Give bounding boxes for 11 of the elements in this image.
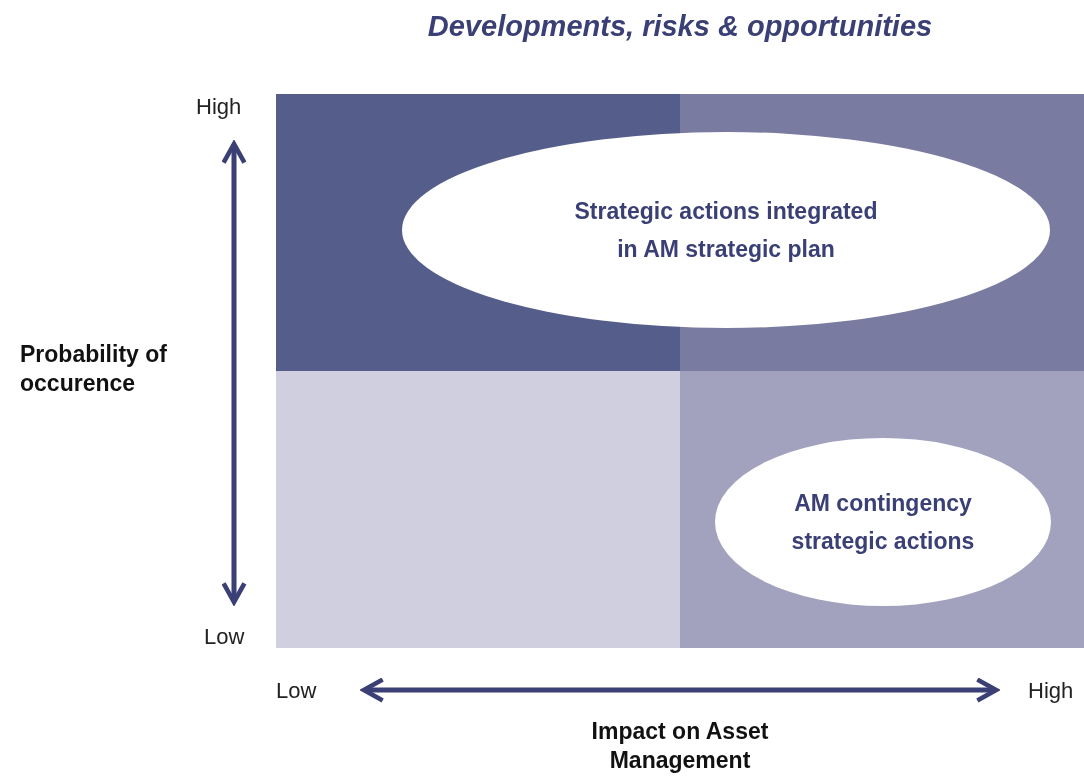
node-text: Strategic actions integrated in AM strategic plan [573, 197, 879, 264]
axis-title: Probability of occurence [20, 340, 168, 398]
axis-label: High [1028, 678, 1074, 704]
axis-label: Low [276, 678, 317, 704]
chart-title: Developments, risks & opportunities [426, 10, 934, 43]
node-text: AM contingency strategic actions [790, 489, 976, 556]
axis-title: Impact on Asset Management [590, 717, 770, 775]
axis-label: Low [204, 624, 245, 650]
ellipse-node [402, 132, 1050, 328]
ellipse-node [715, 438, 1051, 606]
axis-label: High [196, 94, 242, 120]
